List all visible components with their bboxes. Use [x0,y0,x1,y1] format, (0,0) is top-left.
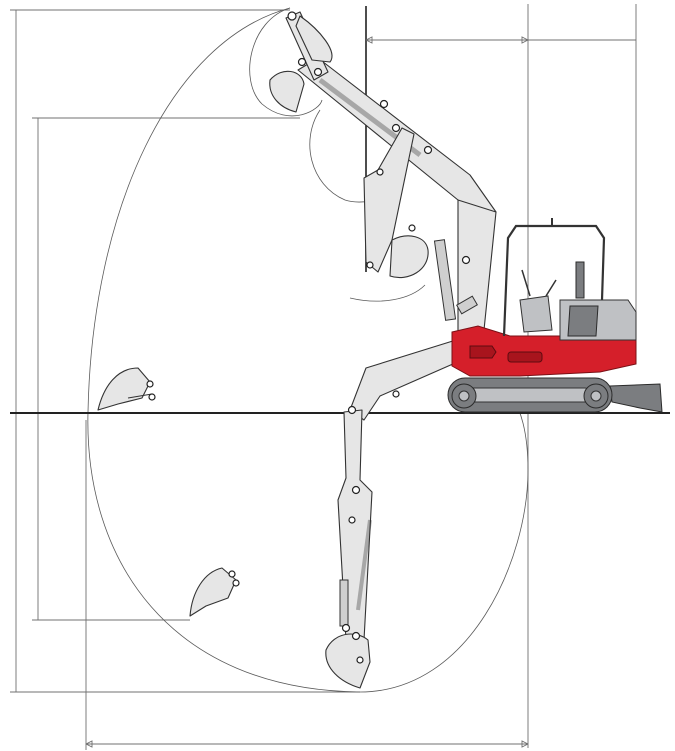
arrow-head [365,36,373,44]
arm-position-folded [363,127,429,278]
dimension-lines [10,4,637,750]
step [507,351,543,363]
cab-frame [502,224,606,337]
outer-envelope-curve [87,7,529,693]
inner-arc-lower [349,284,426,302]
top-bucket-arc [249,7,323,117]
arrow-head [521,36,529,44]
dozer-blade [609,383,663,413]
bucket-position-ground [97,367,156,411]
side-panel [567,305,599,337]
arrow-head [521,740,529,748]
arrow-head [85,740,93,748]
arm-position-max-depth [325,339,463,689]
bucket-position-wall [189,567,240,617]
track-frame [469,387,589,403]
swing-bracket-arrow [469,345,497,359]
excavator-machine [447,218,663,413]
seat-back [575,261,585,299]
operator-seat [519,295,553,333]
